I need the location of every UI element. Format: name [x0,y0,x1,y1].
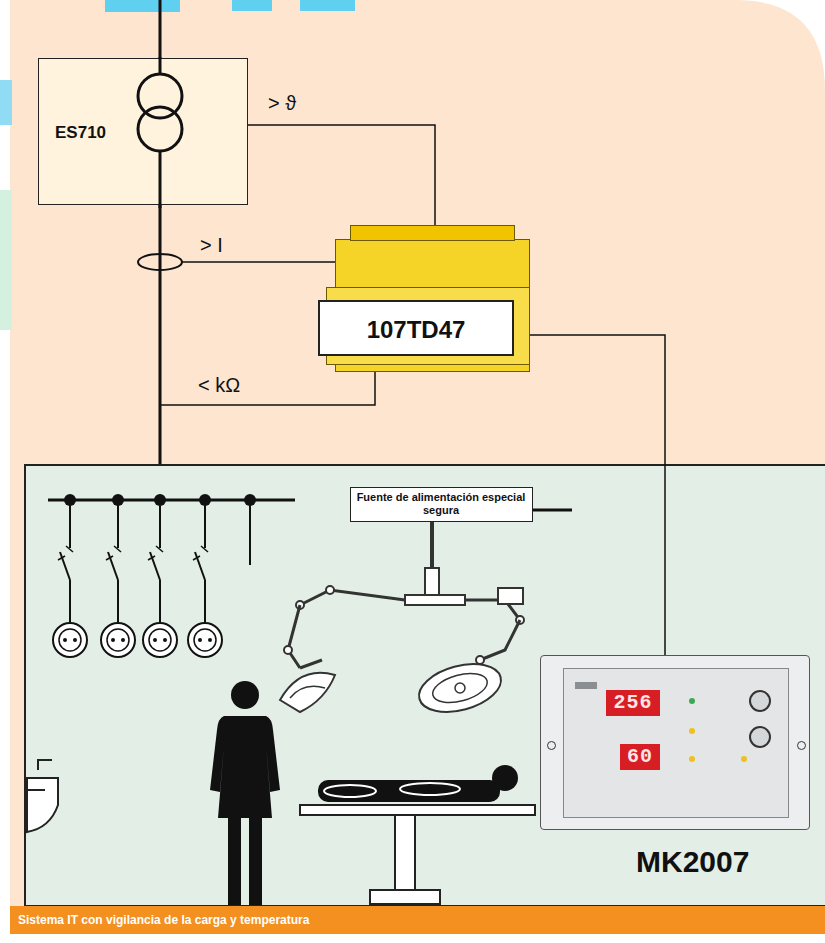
device-name: Fuente de alimentación especial segura [355,491,527,517]
patient-table [300,765,535,904]
caption-band: Sistema IT con vigilancia de la carga y … [10,906,825,934]
screw [547,741,556,750]
surgical-lamp [280,521,524,720]
display-value: 256 [606,690,660,716]
device-name: MK2007 [636,845,749,879]
signal-wire [248,125,435,225]
circuits [53,494,256,657]
room-panel [25,465,825,906]
device-name: 107TD47 [318,300,514,356]
insulation-wire [160,372,375,405]
button [749,690,771,712]
led [689,728,695,734]
alarm-panel [540,655,810,830]
person [210,681,280,905]
fragment [232,0,272,11]
current-transformer [138,254,182,270]
sink [27,760,58,832]
fragment [0,190,12,330]
fragment [0,80,12,125]
device-top [350,225,515,241]
signal-label: > I [200,234,223,257]
led [741,756,747,762]
monitor-device: 107TD47 [318,225,530,372]
signal-label: < kΩ [198,374,240,397]
fragment [300,0,355,11]
led [689,698,695,704]
screw [797,741,806,750]
supply-box: Fuente de alimentación especial segura [350,487,533,522]
signal-wire [530,335,665,655]
device-name: ES710 [55,123,106,143]
button [749,726,771,748]
transformer-box: ES710 [38,58,248,205]
display-value: 60 [620,744,660,770]
current-wire [182,261,335,263]
supply-line [532,509,572,512]
led [689,756,695,762]
signal-label: > ϑ [268,92,296,115]
bus-bar [48,499,295,502]
logo [575,682,597,689]
alarm-panel-device: 25660MK2007 [540,655,810,830]
fragment [105,0,180,12]
